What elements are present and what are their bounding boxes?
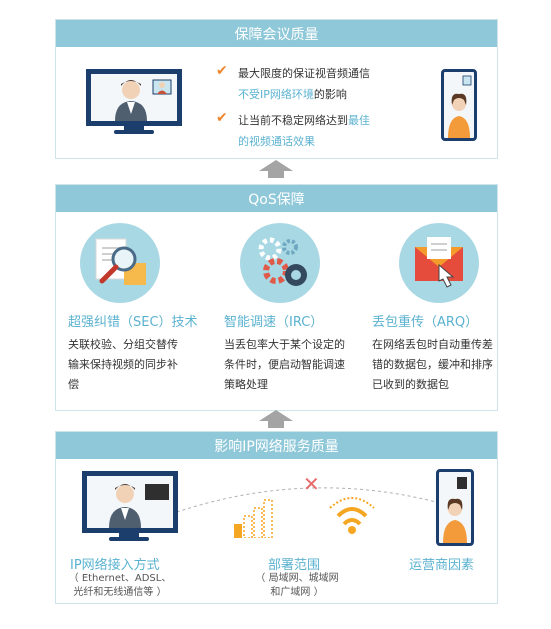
- access-method-sub: （ Ethernet、ADSL、 光纤和无线通信等 ）: [62, 572, 178, 600]
- arq-feature-title: 丢包重传（ARQ）: [372, 315, 479, 330]
- access-method-label: IP网络接入方式: [70, 558, 160, 573]
- arrow-up-stem: [268, 421, 284, 428]
- panel-ip-network-quality: 影响IP网络服务质量 ✕: [55, 431, 498, 604]
- panel-meeting-quality: 保障会议质量 ✔ 最大限度的保证视音频通信 不受IP网络环境的影响 ✔ 让当前不…: [55, 19, 498, 159]
- woman-caller-icon: [443, 477, 467, 543]
- bullet1-line2: 不受IP网络环境的影响: [238, 86, 347, 102]
- bullet1-highlight: 不受IP网络环境: [238, 88, 314, 101]
- deployment-scope-sub-line2: 和广域网 ）: [270, 587, 324, 598]
- deployment-scope-sub: （ 局域网、城域网 和广域网 ）: [242, 572, 352, 600]
- presenter-icon: [115, 79, 172, 121]
- bullet2-line2: 的视频通话效果: [238, 135, 315, 148]
- arrow-up-stem: [268, 171, 284, 178]
- monitor-presenter-illustration: [82, 471, 178, 533]
- irc-feature-title: 智能调速（IRC）: [224, 315, 324, 330]
- bullet1-rest: 的影响: [313, 88, 347, 101]
- phone-illustration: [441, 69, 477, 141]
- woman-caller-icon: [448, 75, 472, 138]
- bullet2-text: 让当前不稳定网络达到: [238, 114, 348, 127]
- arrow-up-icon: [259, 410, 293, 421]
- check-icon: ✔: [216, 63, 228, 79]
- panel-ip-network-title: 影响IP网络服务质量: [56, 432, 497, 459]
- sec-feature-icon: [80, 223, 160, 303]
- arq-feature-desc: 在网络丢包时自动重传差错的数据包，缓冲和排序已收到的数据包: [372, 338, 493, 391]
- arq-feature-icon: [399, 223, 479, 303]
- bullet2-highlight: 最佳: [348, 114, 370, 127]
- access-method-sub-line2: 光纤和无线通信等 ）: [73, 587, 167, 598]
- carrier-factor-label: 运营商因素: [409, 558, 475, 573]
- presenter-icon: [109, 484, 169, 528]
- irc-feature-icon: [240, 223, 320, 303]
- sec-feature-title: 超强纠错（SEC）技术: [68, 315, 198, 330]
- monitor-base: [109, 537, 149, 541]
- monitor-base: [114, 130, 154, 134]
- signal-bars-icon: [234, 499, 273, 538]
- panel-qos-title: QoS保障: [56, 185, 497, 212]
- monitor-stand: [119, 528, 139, 538]
- panel-qos: QoS保障 超强纠错（SEC）技术 关联校验、分组交替传输来保持视频的同步补偿 …: [55, 184, 498, 411]
- monitor-presenter-illustration: [86, 69, 182, 126]
- deployment-scope-sub-line1: （ 局域网、城域网: [255, 573, 339, 584]
- bullet2-line1: 让当前不稳定网络达到最佳: [238, 112, 370, 128]
- sec-feature-desc: 关联校验、分组交替传输来保持视频的同步补偿: [68, 338, 178, 391]
- phone-illustration: [436, 469, 474, 546]
- connection-arc: [170, 487, 452, 515]
- deployment-scope-label: 部署范围: [268, 558, 321, 573]
- panel-meeting-quality-title: 保障会议质量: [56, 20, 497, 47]
- access-method-sub-line1: （ Ethernet、ADSL、: [68, 573, 172, 584]
- monitor-stand: [124, 121, 144, 131]
- arrow-up-icon: [259, 160, 293, 171]
- check-icon: ✔: [216, 110, 228, 126]
- bullet1-line1: 最大限度的保证视音频通信: [238, 67, 370, 80]
- disconnect-icon: ✕: [303, 472, 320, 496]
- wifi-icon: [329, 497, 375, 534]
- irc-feature-desc: 当丢包率大于某个设定的条件时，便启动智能调速策略处理: [224, 338, 345, 391]
